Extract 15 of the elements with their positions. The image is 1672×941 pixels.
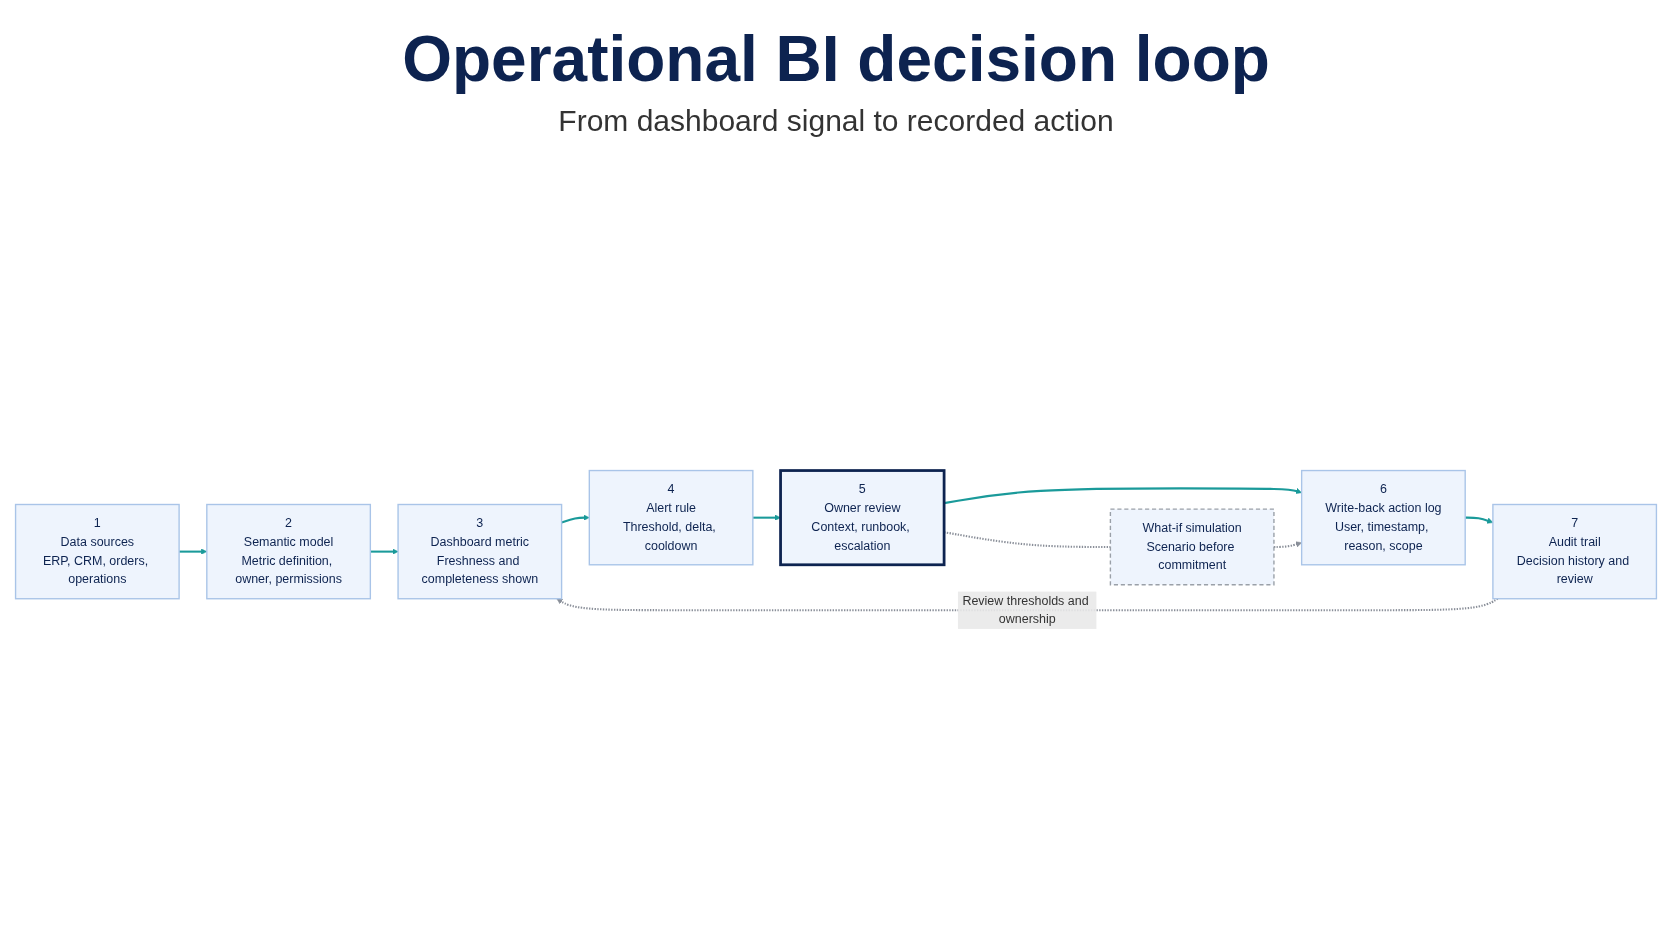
node-box: 1 Data sources ERP, CRM, orders, operations [14, 504, 180, 600]
edge-label: Review thresholds and ownership [962, 593, 1089, 627]
arrow [1273, 541, 1302, 549]
node-box: 6 Write-back action log User, timestamp, reason, scope [1300, 470, 1466, 566]
node-box: 3 Dashboard metric Freshness and completeness shown [397, 504, 563, 600]
arrow [561, 514, 590, 524]
node-box: 2 Semantic model Metric definition, owner, permissions [206, 504, 372, 600]
arrow [370, 548, 399, 555]
subtitle: From dashboard signal to recorded action [557, 104, 1115, 138]
node-box: 5 Owner review Context, runbook, escalation [779, 469, 946, 567]
arrow [752, 514, 781, 521]
node-box: 7 Audit trail Decision history and review [1492, 504, 1658, 600]
title: Operational BI decision loop [401, 22, 1271, 96]
node-box: What-if simulation Scenario before commitment [1109, 508, 1275, 586]
node-box: 4 Alert rule Threshold, delta, cooldown [588, 470, 754, 566]
